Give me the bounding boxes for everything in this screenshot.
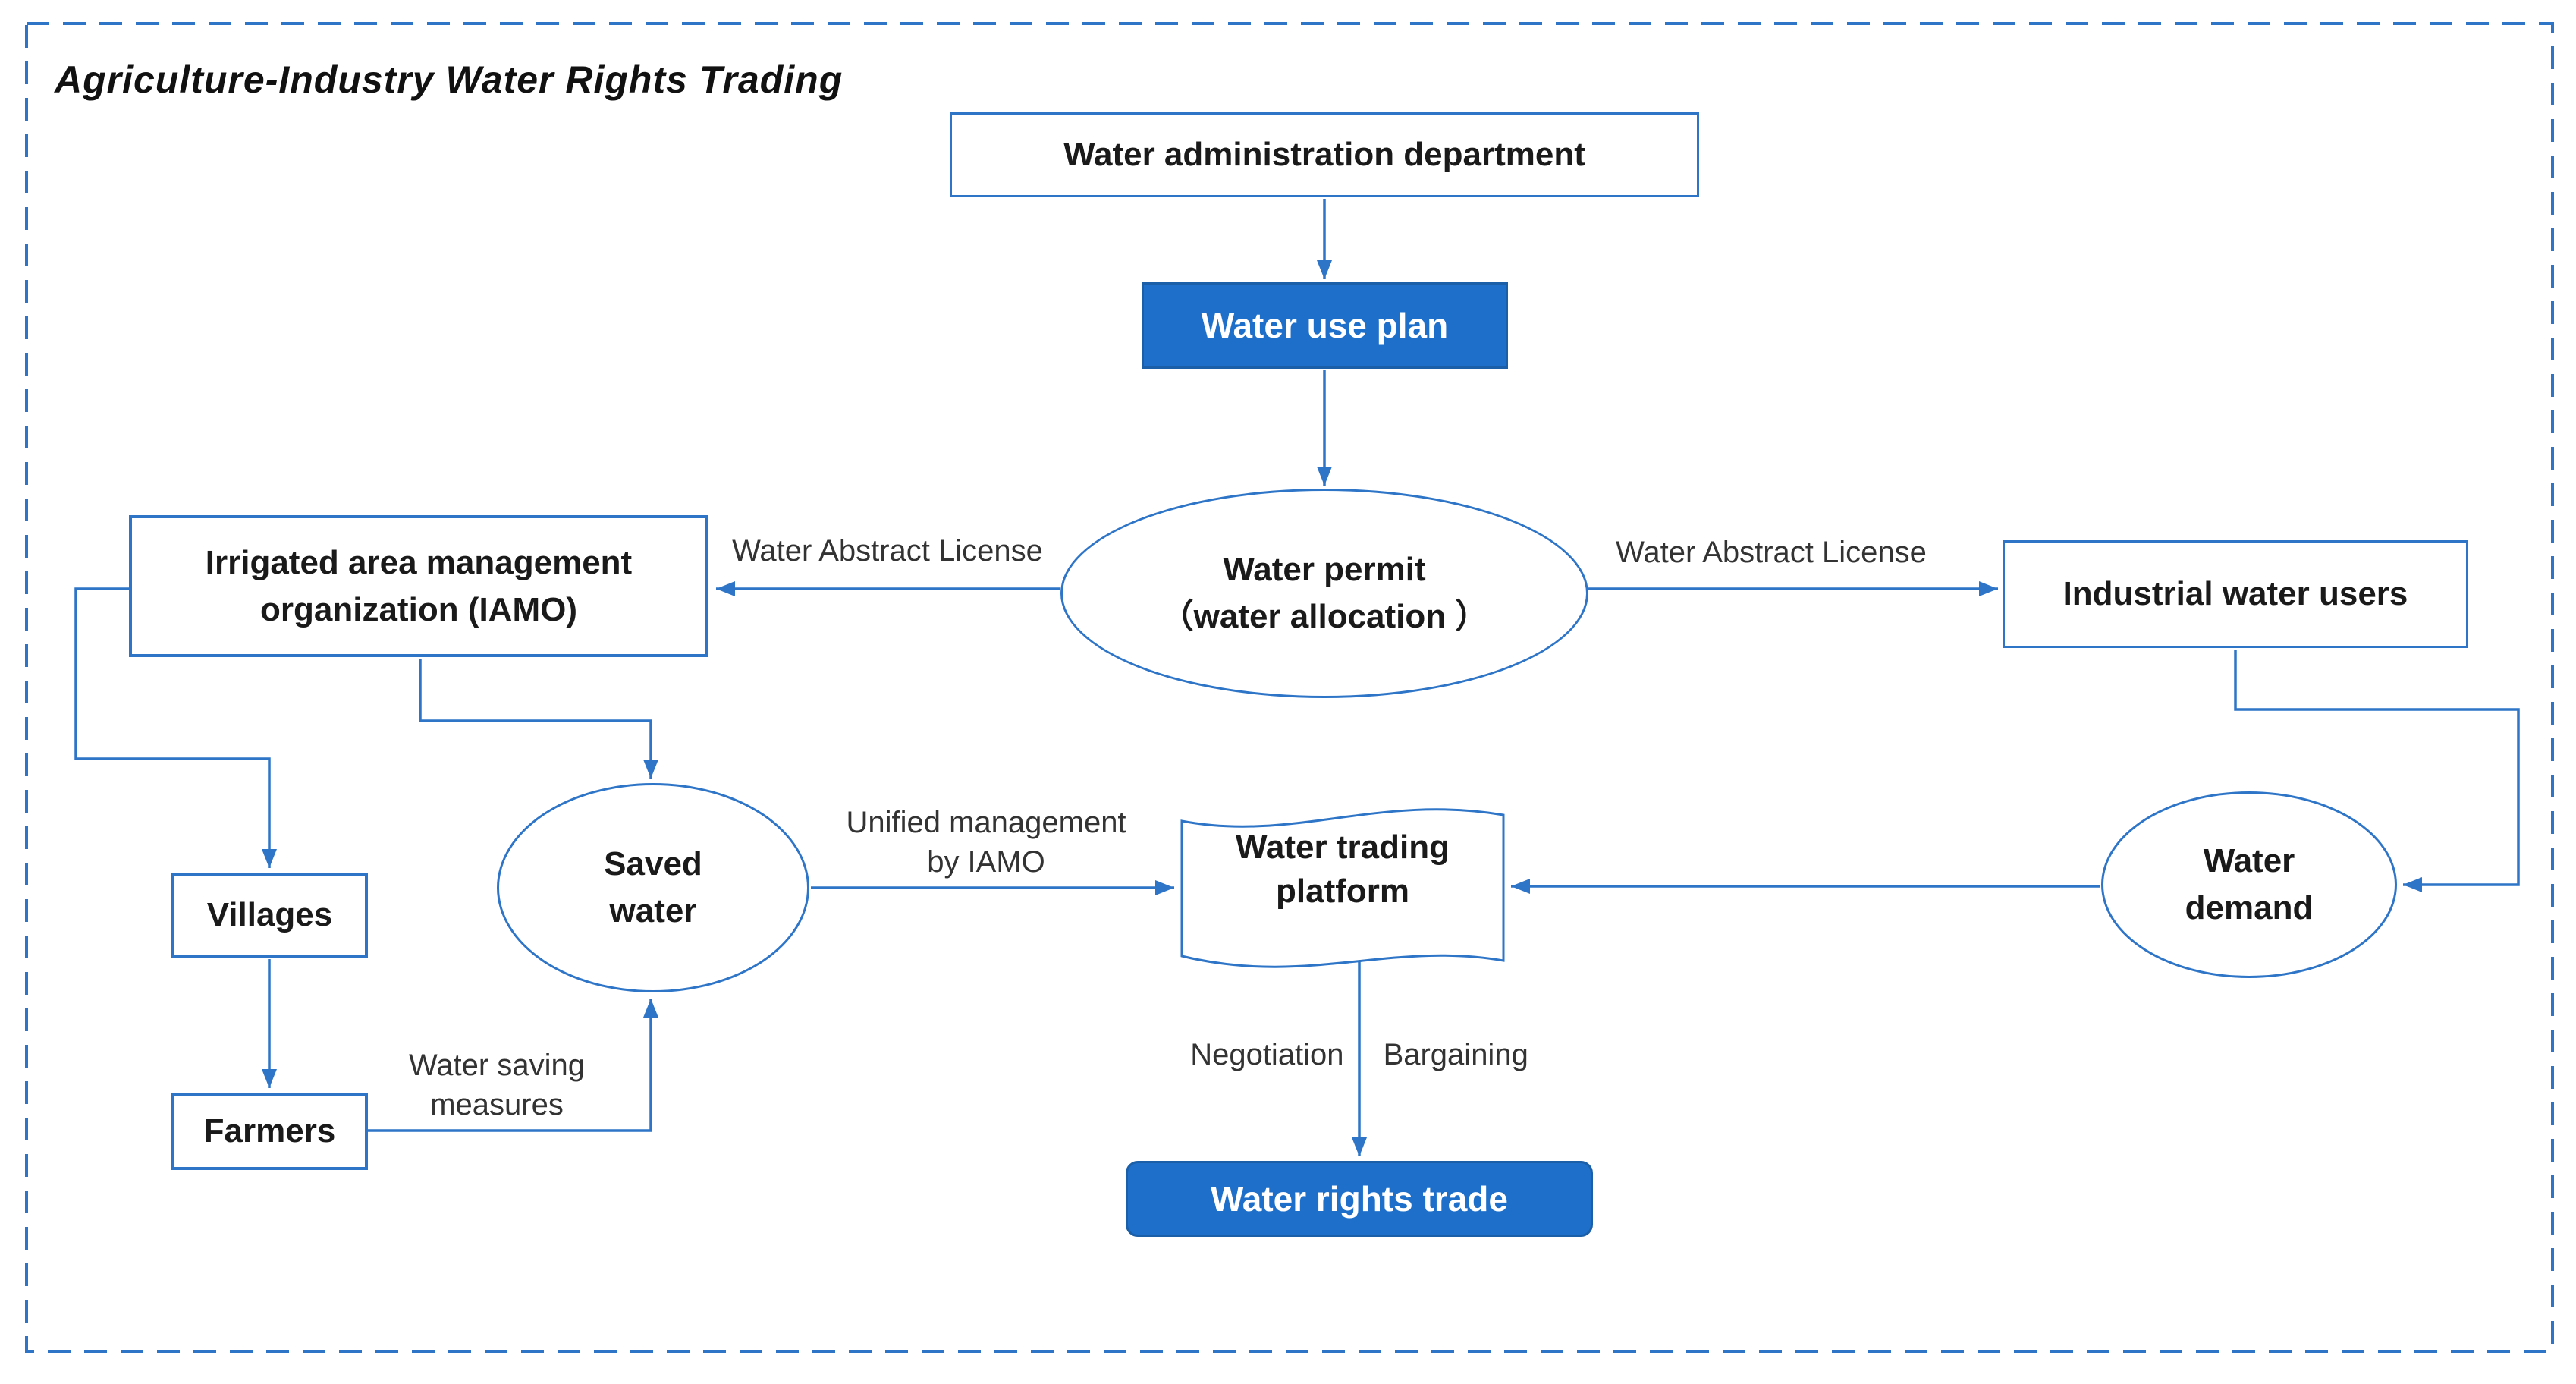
node-label: Villages — [206, 896, 333, 933]
edge-label-negotiation-bargaining: Negotiation Bargaining — [1190, 1035, 1528, 1074]
node-industrial-water-users: Industrial water users — [2003, 540, 2468, 648]
edge-label-water-abstract-license-right: Water Abstract License — [1616, 536, 1927, 569]
node-label-line1: Water — [2203, 842, 2295, 879]
edge-label-line1: Unified management — [846, 806, 1126, 839]
node-water-administration-department: Water administration department — [950, 112, 1699, 197]
node-label: Industrial water users — [2062, 575, 2408, 612]
dashed-frame — [25, 22, 2554, 1353]
node-label-line2: platform — [1276, 873, 1409, 910]
node-label: Water use plan — [1201, 306, 1449, 345]
node-label: Farmers — [203, 1112, 336, 1150]
edge-label-line2: by IAMO — [927, 845, 1045, 879]
node-saved-water-ellipse: Saved water — [497, 783, 809, 992]
edge-label-line1: Water saving — [409, 1049, 585, 1082]
edge-label-negotiation: Negotiation — [1190, 1038, 1344, 1071]
edge-label-unified-management: Unified management by IAMO — [846, 803, 1126, 882]
edge-iamo-to-saved — [419, 659, 658, 778]
edge-iamo-to-villages — [74, 587, 277, 868]
node-water-trading-platform: Water trading platform — [1180, 826, 1506, 914]
node-label-line2: organization (IAMO) — [260, 590, 577, 628]
node-water-rights-trade: Water rights trade — [1126, 1161, 1593, 1237]
node-farmers: Farmers — [171, 1093, 368, 1170]
node-label: Water administration department — [1063, 136, 1585, 173]
node-label-line1: Saved — [604, 845, 702, 882]
node-label-line1: Water permit — [1223, 551, 1426, 588]
node-label-line2: （water allocation ） — [1160, 598, 1489, 635]
edge-label-line2: measures — [430, 1088, 564, 1121]
node-label: Water rights trade — [1211, 1179, 1508, 1219]
node-water-trading-platform-shape — [1180, 808, 1505, 968]
edge-label-bargaining: Bargaining — [1383, 1038, 1528, 1071]
node-label-line1: Water trading — [1236, 829, 1450, 866]
diagram-title: Agriculture-Industry Water Rights Tradin… — [55, 58, 843, 101]
edge-industrial-to-demand — [2234, 650, 2520, 892]
node-label-line2: water — [609, 892, 697, 929]
node-label-line1: Irrigated area management — [205, 543, 633, 581]
node-water-demand-ellipse: Water demand — [2101, 791, 2397, 978]
edge-label-water-abstract-license-left: Water Abstract License — [732, 534, 1043, 568]
node-iamo: Irrigated area management organization (… — [129, 515, 708, 657]
edge-label-water-saving-measures: Water saving measures — [409, 1046, 585, 1124]
node-label-line2: demand — [2185, 889, 2314, 926]
node-villages: Villages — [171, 873, 368, 958]
node-water-permit-ellipse: Water permit （water allocation ） — [1060, 489, 1588, 698]
edge-farmers-to-saved — [368, 999, 658, 1132]
node-water-use-plan: Water use plan — [1142, 282, 1508, 369]
